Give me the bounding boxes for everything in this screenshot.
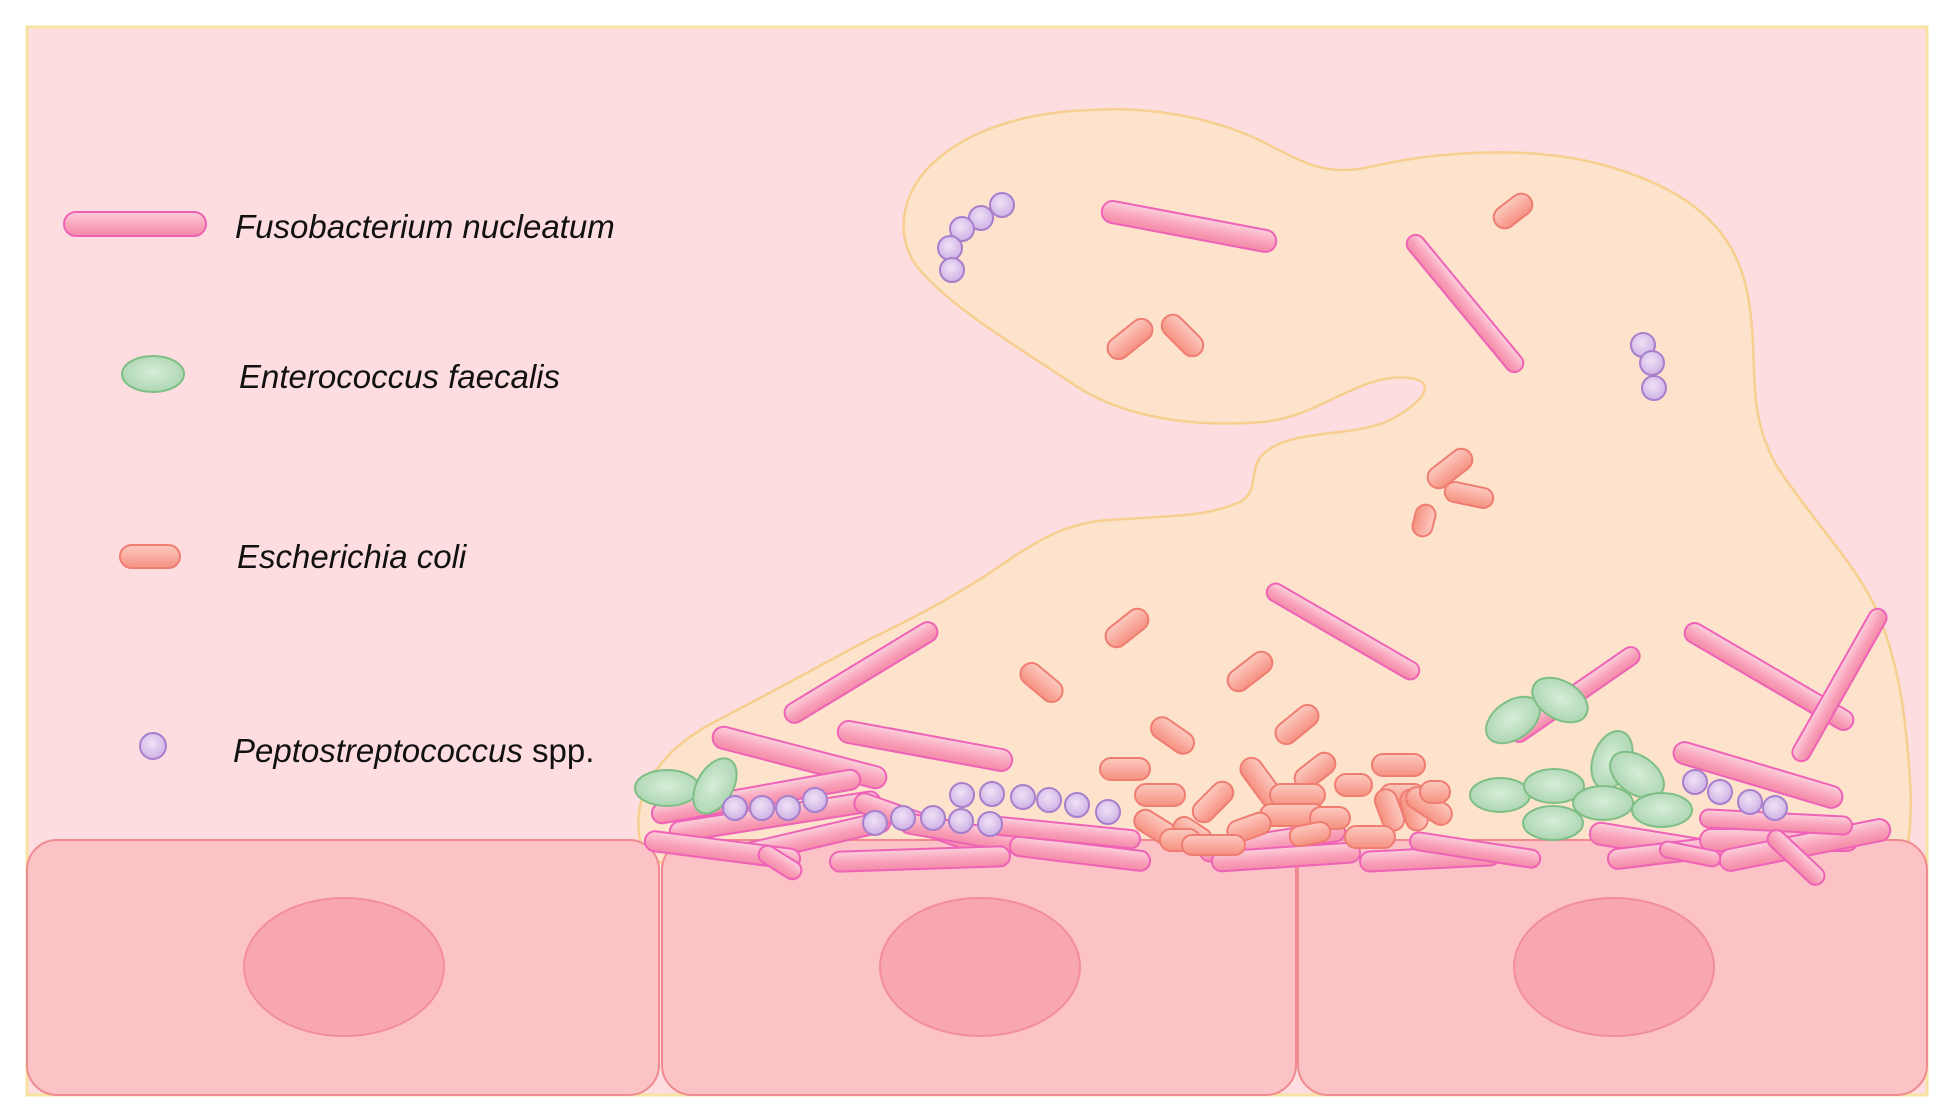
fusobacterium-cell bbox=[1405, 233, 1525, 374]
fusobacterium-cell bbox=[1683, 622, 1855, 731]
fusobacterium-cell bbox=[1766, 829, 1826, 886]
enterococcus-legend-icon bbox=[121, 355, 185, 393]
fusobacterium-cell bbox=[1265, 582, 1421, 681]
escherichia-coli-cell bbox=[1371, 753, 1426, 777]
peptostreptococcus-cell bbox=[939, 257, 965, 283]
escherichia-coli-cell bbox=[1191, 780, 1235, 824]
fusobacterium-cell bbox=[757, 844, 803, 881]
fusobacterium-cell bbox=[1210, 841, 1362, 873]
fusobacterium-cell bbox=[1100, 200, 1278, 253]
escherichia-coli-cell bbox=[1104, 607, 1150, 649]
escherichia-coli-cell bbox=[1181, 834, 1246, 856]
peptostreptococcus-cell bbox=[1095, 799, 1121, 825]
peptostreptococcus-cell bbox=[862, 810, 888, 836]
escherichia-coli-cell bbox=[1288, 820, 1332, 848]
escherichia-coli-cell bbox=[1134, 783, 1186, 807]
fusobacterium-legend-icon bbox=[63, 211, 207, 237]
legend-label-peptostreptococcus: Peptostreptococcus spp. bbox=[233, 732, 594, 769]
cell-nucleus bbox=[243, 897, 445, 1037]
escherichia-coli-cell bbox=[1426, 447, 1474, 490]
escherichia-coli-cell bbox=[1274, 703, 1320, 746]
peptostreptococcus-cell bbox=[1682, 769, 1708, 795]
enterococcus-cell bbox=[1522, 805, 1584, 841]
escherichia-coli-cell bbox=[1373, 788, 1406, 832]
peptostreptococcus-cell bbox=[1762, 795, 1788, 821]
peptostreptococcus-cell bbox=[1707, 779, 1733, 805]
escherichia-coli-cell bbox=[1226, 650, 1274, 693]
enterococcus-cell bbox=[1631, 792, 1693, 828]
cell-nucleus bbox=[879, 897, 1081, 1037]
escherichia-coli-cell bbox=[1443, 481, 1495, 509]
escherichia-legend-icon bbox=[119, 544, 181, 569]
escherichia-coli-cell bbox=[1344, 825, 1396, 849]
peptostreptococcus-cell bbox=[1639, 350, 1665, 376]
peptostreptococcus-cell bbox=[937, 235, 963, 261]
peptostreptococcus-cell bbox=[989, 192, 1015, 218]
fusobacterium-cell bbox=[1408, 831, 1542, 869]
peptostreptococcus-legend-icon bbox=[139, 732, 167, 760]
legend-label-fusobacterium: Fusobacterium nucleatum bbox=[235, 208, 615, 245]
epithelial-layer bbox=[26, 839, 1928, 1096]
peptostreptococcus-cell bbox=[802, 787, 828, 813]
bacteria-layer bbox=[634, 192, 1892, 886]
enterococcus-cell bbox=[1531, 676, 1589, 724]
escherichia-coli-cell bbox=[1419, 780, 1451, 804]
legend-label-peptostreptococcus-genus: Peptostreptococcus bbox=[233, 732, 523, 769]
enterococcus-cell bbox=[1523, 768, 1585, 804]
escherichia-coli-cell bbox=[1106, 317, 1154, 361]
fusobacterium-cell bbox=[1658, 840, 1722, 868]
cell-nucleus bbox=[1513, 897, 1715, 1037]
peptostreptococcus-cell bbox=[722, 795, 748, 821]
legend: Fusobacterium nucleatum Enterococcus fae… bbox=[63, 208, 615, 769]
peptostreptococcus-cell bbox=[1064, 792, 1090, 818]
legend-label-peptostreptococcus-suffix: spp. bbox=[523, 732, 595, 769]
peptostreptococcus-cell bbox=[948, 808, 974, 834]
peptostreptococcus-cell bbox=[890, 805, 916, 831]
peptostreptococcus-cell bbox=[1010, 784, 1036, 810]
peptostreptococcus-cell bbox=[949, 782, 975, 808]
escherichia-coli-cell bbox=[1099, 757, 1151, 781]
escherichia-coli-cell bbox=[1160, 313, 1205, 358]
peptostreptococcus-cell bbox=[968, 205, 994, 231]
peptostreptococcus-cell bbox=[977, 811, 1003, 837]
enterococcus-cell bbox=[1572, 785, 1634, 821]
peptostreptococcus-cell bbox=[979, 781, 1005, 807]
peptostreptococcus-cell bbox=[1737, 789, 1763, 815]
legend-label-enterococcus: Enterococcus faecalis bbox=[239, 358, 560, 395]
escherichia-coli-cell bbox=[1019, 662, 1064, 703]
legend-item-peptostreptococcus: Peptostreptococcus spp. bbox=[139, 732, 594, 769]
peptostreptococcus-cell bbox=[775, 795, 801, 821]
legend-label-escherichia: Escherichia coli bbox=[237, 538, 468, 575]
peptostreptococcus-cell bbox=[920, 805, 946, 831]
peptostreptococcus-cell bbox=[1036, 787, 1062, 813]
fusobacterium-cell bbox=[828, 845, 1012, 873]
fusobacterium-cell bbox=[836, 719, 1014, 773]
enterococcus-cell bbox=[634, 769, 700, 807]
escherichia-coli-cell bbox=[1269, 783, 1326, 807]
legend-item-escherichia: Escherichia coli bbox=[119, 538, 468, 575]
escherichia-coli-cell bbox=[1334, 773, 1373, 797]
legend-item-enterococcus: Enterococcus faecalis bbox=[121, 355, 560, 395]
escherichia-coli-cell bbox=[1411, 503, 1437, 538]
peptostreptococcus-cell bbox=[749, 795, 775, 821]
peptostreptococcus-cell bbox=[1641, 375, 1667, 401]
escherichia-coli-cell bbox=[1492, 192, 1534, 230]
fusobacterium-cell bbox=[1791, 607, 1888, 763]
enterococcus-cell bbox=[1469, 777, 1531, 813]
peptostreptococcus-cell bbox=[949, 216, 975, 242]
legend-item-fusobacterium: Fusobacterium nucleatum bbox=[63, 208, 615, 245]
fusobacterium-cell bbox=[1672, 741, 1844, 809]
fusobacterium-cell bbox=[783, 621, 939, 724]
escherichia-coli-cell bbox=[1150, 716, 1195, 755]
